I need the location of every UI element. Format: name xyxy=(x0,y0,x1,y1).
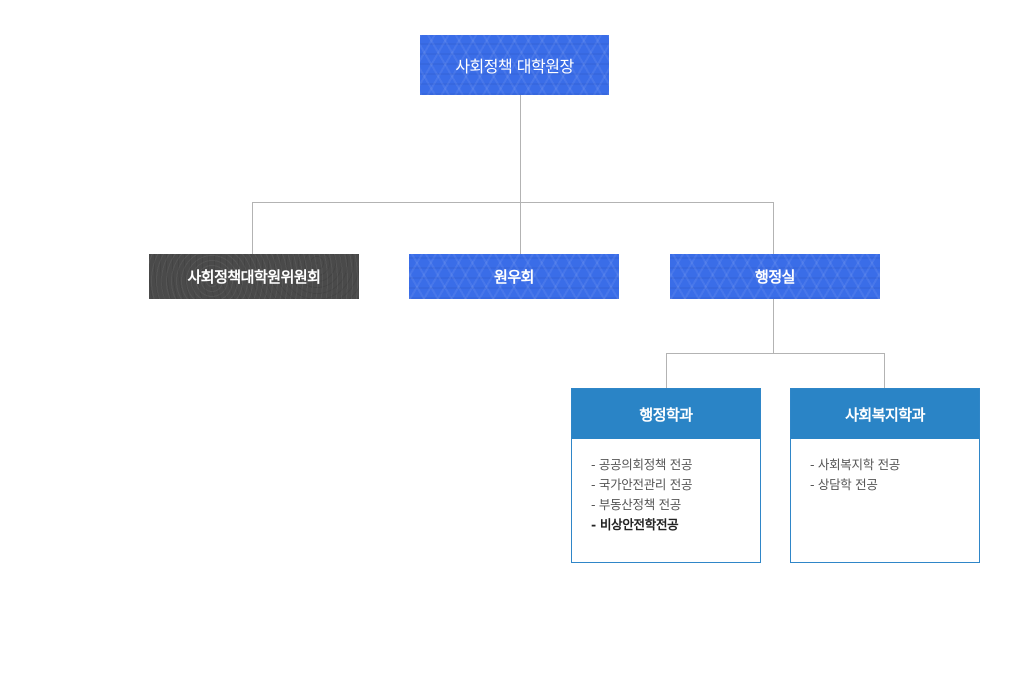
office-label: 행정실 xyxy=(755,268,795,286)
major-item: 부동산정책 전공 xyxy=(591,495,760,515)
department-title: 행정학과 xyxy=(572,389,760,439)
committee-label: 사회정책대학원위원회 xyxy=(187,268,321,286)
major-item: 비상안전학전공 xyxy=(591,515,760,535)
connector-level2-horizontal xyxy=(252,202,773,203)
department-title: 사회복지학과 xyxy=(791,389,979,439)
office-node: 행정실 xyxy=(670,254,880,299)
major-item: 국가안전관리 전공 xyxy=(591,475,760,495)
connector-social-welfare-drop xyxy=(884,353,885,388)
major-item: 상담학 전공 xyxy=(810,475,979,495)
connector-public-admin-drop xyxy=(666,353,667,388)
dean-label: 사회정책 대학원장 xyxy=(455,57,574,76)
major-item: 사회복지학 전공 xyxy=(810,455,979,475)
connector-office-down xyxy=(773,298,774,353)
council-label: 원우회 xyxy=(494,268,534,286)
dean-node: 사회정책 대학원장 xyxy=(420,35,609,95)
major-list: 공공의회정책 전공 국가안전관리 전공 부동산정책 전공 비상안전학전공 xyxy=(572,439,760,535)
department-social-welfare: 사회복지학과 사회복지학 전공 상담학 전공 xyxy=(790,388,980,563)
connector-office-drop xyxy=(773,202,774,255)
connector-committee-drop xyxy=(252,202,253,255)
committee-node: 사회정책대학원위원회 xyxy=(149,254,359,299)
department-public-administration: 행정학과 공공의회정책 전공 국가안전관리 전공 부동산정책 전공 비상안전학전… xyxy=(571,388,761,563)
connector-council-drop xyxy=(520,202,521,255)
connector-dean-down xyxy=(520,94,521,202)
connector-departments-horizontal xyxy=(666,353,884,354)
major-item: 공공의회정책 전공 xyxy=(591,455,760,475)
council-node: 원우회 xyxy=(409,254,619,299)
major-list: 사회복지학 전공 상담학 전공 xyxy=(791,439,979,495)
